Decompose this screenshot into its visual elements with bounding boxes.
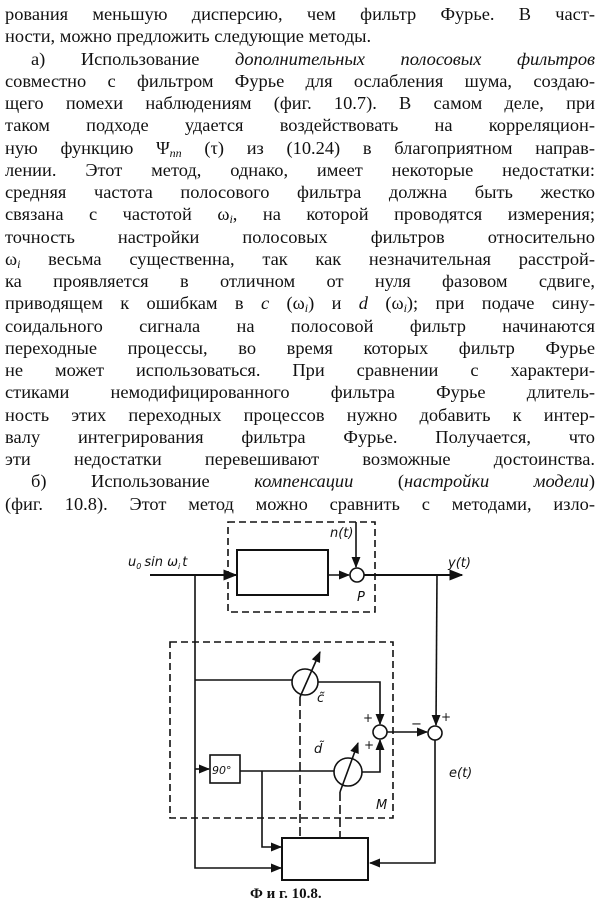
d-label: d̃ — [314, 742, 325, 757]
text-run: ( — [353, 471, 404, 492]
plant-sum-label: P — [357, 590, 365, 605]
text-line: валу интегрирования фильтра Фурье. Получ… — [5, 426, 595, 448]
text-run: (фиг. 10.8). Этот метод можно сравнить с… — [5, 493, 595, 514]
output-label: y(t) — [447, 556, 471, 571]
text-line: б) Использование компенсации (настройки … — [5, 470, 595, 492]
plant-summing-junction — [349, 567, 365, 583]
text-line: а) Использование дополнительных полосовы… — [5, 48, 595, 70]
text-line: эти недостатки перевешивают возможные до… — [5, 448, 595, 470]
text-run: рования меньшую дисперсию, чем фильтр Фу… — [5, 4, 595, 24]
text-line: средняя частота полосового фильтра должн… — [5, 181, 595, 203]
error-label: e(t) — [449, 766, 472, 781]
emphasized-text: d — [358, 293, 368, 314]
text-run: стиками немодифицированного фильтра Фурь… — [5, 382, 595, 403]
text-line: ную функцию Ψnn (τ) из (10.24) в благопр… — [5, 137, 595, 159]
text-line: не может использоваться. При сравнении с… — [5, 359, 595, 381]
plant-dashed-box — [227, 521, 376, 613]
body-text: рования меньшую дисперсию, чем фильтр Фу… — [5, 3, 595, 515]
text-run: ) и — [308, 293, 359, 314]
text-run: переходные процессы, во время которых фи… — [5, 337, 595, 358]
text-run: связана с частотой ω — [5, 204, 230, 225]
text-run: ) — [588, 471, 595, 492]
text-line: таком подходе удается воздействовать на … — [5, 114, 595, 136]
plus-sign-y: + — [441, 710, 451, 724]
model-dashed-box — [169, 641, 394, 819]
text-line: (фиг. 10.8). Этот метод можно сравнить с… — [5, 493, 595, 515]
c-coefficient-multiplier — [291, 668, 319, 696]
emphasized-text: дополнительных полосовых фильтров — [235, 48, 595, 69]
figure-caption: Ф и г. 10.8. — [250, 886, 322, 902]
text-line: переходные процессы, во время которых фи… — [5, 337, 595, 359]
text-run: ω — [5, 248, 18, 269]
text-run: б) Использование — [31, 471, 255, 492]
adjustment-block — [281, 837, 369, 881]
noise-label: n(t) — [330, 526, 353, 541]
plant-block — [236, 549, 329, 596]
text-line: приводящем к ошибкам в c (ωi) и d (ωi); … — [5, 292, 595, 314]
text-run: совместно с фильтром Фурье для ослаблени… — [5, 70, 595, 91]
d-adjust-arrow — [339, 741, 359, 793]
text-run: таком подходе удается воздействовать на … — [5, 115, 595, 136]
text-line: совместно с фильтром Фурье для ослаблени… — [5, 70, 595, 92]
text-run: лении. Этот метод, однако, имеет некотор… — [5, 159, 595, 180]
text-run: (τ) из (10.24) в благоприятном направ- — [181, 137, 595, 158]
text-line: связана с частотой ωi, на которой провод… — [5, 203, 595, 225]
plus-sign-c: + — [363, 711, 373, 725]
emphasized-text: c — [260, 293, 270, 314]
subscript: i — [403, 301, 407, 315]
model-label: M — [376, 798, 387, 813]
c-adjust-arrow — [299, 650, 321, 698]
text-run: щего помехи наблюдениям (фиг. 10.7). В с… — [5, 93, 595, 113]
text-line: щего помехи наблюдениям (фиг. 10.7). В с… — [5, 92, 595, 114]
text-run: соидального сигнала на полосовой фильтр … — [5, 315, 595, 336]
subscript: i — [229, 212, 233, 226]
minus-sign: − — [411, 717, 422, 732]
text-line: рования меньшую дисперсию, чем фильтр Фу… — [5, 3, 595, 25]
text-run: эти недостатки перевешивают возможные до… — [5, 449, 595, 469]
plus-sign-d: + — [364, 738, 374, 752]
text-line: ωi весьма существенна, так как незначите… — [5, 248, 595, 270]
text-run: приводящем к ошибкам в — [5, 293, 261, 314]
subscript: i — [17, 256, 21, 270]
text-run: точность настройки полосовых фильтров от… — [5, 226, 595, 247]
text-line: точность настройки полосовых фильтров от… — [5, 226, 595, 248]
text-run: ка проявляется в отличном от нуля фазово… — [5, 271, 595, 291]
text-line: ности, можно предложить следующие методы… — [5, 25, 595, 47]
text-run: весьма существенна, так как незначительн… — [20, 248, 595, 269]
phase-shift-block — [209, 754, 241, 784]
text-line: ка проявляется в отличном от нуля фазово… — [5, 270, 595, 292]
subscript: nn — [169, 145, 182, 159]
text-line: лении. Этот метод, однако, имеет некотор… — [5, 159, 595, 181]
text-run: , на которой проводятся измерения; — [232, 204, 595, 225]
subscript: i — [304, 301, 309, 315]
model-summing-junction — [372, 724, 388, 740]
emphasized-text: настройки модели — [404, 471, 589, 492]
phase-block-label: 90° — [212, 764, 232, 777]
text-run: а) Использование — [31, 48, 236, 69]
error-summing-junction — [427, 725, 443, 741]
text-run: ную функцию Ψ — [5, 137, 170, 158]
text-line: стиками немодифицированного фильтра Фурь… — [5, 381, 595, 403]
text-run: валу интегрирования фильтра Фурье. Получ… — [5, 426, 595, 447]
text-line: соидального сигнала на полосовой фильтр … — [5, 315, 595, 337]
text-run: ности, можно предложить следующие методы… — [5, 26, 372, 47]
text-run: ность этих переходных процессов нужно до… — [5, 404, 595, 425]
c-label: c̃ — [317, 691, 325, 706]
text-run: (ω — [269, 293, 305, 314]
emphasized-text: компенсации — [254, 471, 354, 492]
text-run: средняя частота полосового фильтра должн… — [5, 182, 595, 202]
text-run: не может использоваться. При сравнении с… — [5, 360, 595, 380]
text-run: ); при подаче сину- — [406, 293, 595, 314]
text-line: ность этих переходных процессов нужно до… — [5, 404, 595, 426]
text-run: (ω — [367, 293, 404, 314]
